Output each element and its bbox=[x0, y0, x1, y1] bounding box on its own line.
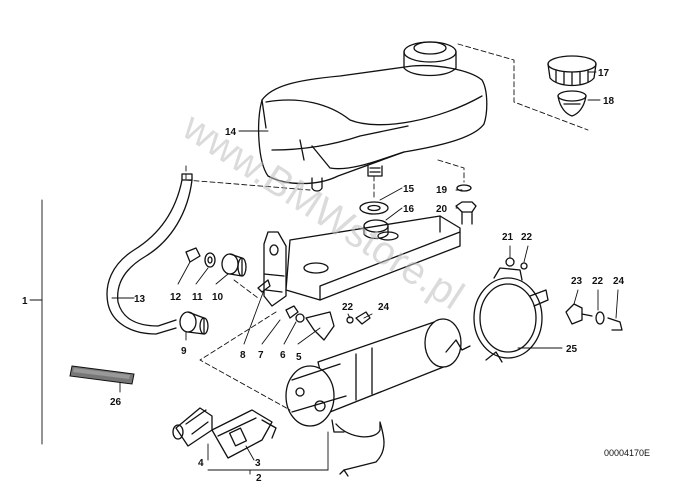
callout-labels: 1 2 3 4 5 6 7 8 9 10 11 12 13 14 15 16 1… bbox=[22, 68, 625, 484]
mounting-bracket bbox=[257, 231, 287, 307]
callout-8: 8 bbox=[240, 350, 246, 361]
callout-4: 4 bbox=[198, 458, 204, 469]
callout-9: 9 bbox=[181, 346, 187, 357]
grommet bbox=[363, 219, 389, 240]
callout-19: 19 bbox=[436, 185, 448, 196]
callout-15: 15 bbox=[403, 184, 415, 195]
diagram-part-number: 00004170E bbox=[604, 448, 650, 458]
assembly-dash-lines bbox=[185, 43, 589, 411]
callout-7: 7 bbox=[258, 350, 264, 361]
callout-22-top: 22 bbox=[521, 232, 533, 243]
clamp-band bbox=[473, 267, 549, 363]
callout-2: 2 bbox=[256, 473, 262, 484]
pump-motor bbox=[285, 318, 471, 477]
seal-washer bbox=[359, 201, 389, 215]
pressure-switch bbox=[211, 409, 277, 459]
leader-lines bbox=[29, 71, 619, 475]
callout-5: 5 bbox=[296, 352, 302, 363]
callout-14: 14 bbox=[225, 127, 237, 138]
callout-22-right: 22 bbox=[592, 276, 604, 287]
callout-24-mid: 24 bbox=[378, 302, 390, 313]
callout-17: 17 bbox=[598, 68, 610, 79]
callout-1: 1 bbox=[22, 296, 28, 307]
callout-6: 6 bbox=[280, 350, 286, 361]
hydraulic-hose bbox=[106, 173, 193, 335]
washer-19 bbox=[456, 184, 472, 192]
small-fasteners bbox=[285, 257, 528, 341]
callout-26: 26 bbox=[110, 397, 122, 408]
level-sensor bbox=[172, 407, 213, 447]
callout-20: 20 bbox=[436, 204, 448, 215]
callout-16: 16 bbox=[403, 204, 415, 215]
hose-fitting bbox=[179, 311, 209, 335]
callout-10: 10 bbox=[212, 292, 224, 303]
callout-24-right: 24 bbox=[613, 276, 625, 287]
callout-11: 11 bbox=[192, 292, 203, 303]
mounting-screw-set bbox=[565, 303, 623, 331]
strainer-insert bbox=[557, 90, 587, 117]
bolt-washer-nut-set bbox=[185, 247, 247, 277]
callout-18: 18 bbox=[603, 96, 615, 107]
callout-13: 13 bbox=[134, 294, 146, 305]
callout-3: 3 bbox=[255, 458, 261, 469]
callout-22-mid: 22 bbox=[342, 302, 354, 313]
filter-strip bbox=[69, 365, 135, 385]
reservoir-tank bbox=[258, 41, 488, 192]
reservoir-cap bbox=[547, 55, 597, 87]
hex-screw-20 bbox=[455, 201, 477, 225]
callout-21: 21 bbox=[502, 232, 514, 243]
callout-12: 12 bbox=[170, 292, 182, 303]
callout-25: 25 bbox=[566, 344, 578, 355]
mounting-plate bbox=[285, 215, 461, 301]
callout-23: 23 bbox=[571, 276, 583, 287]
